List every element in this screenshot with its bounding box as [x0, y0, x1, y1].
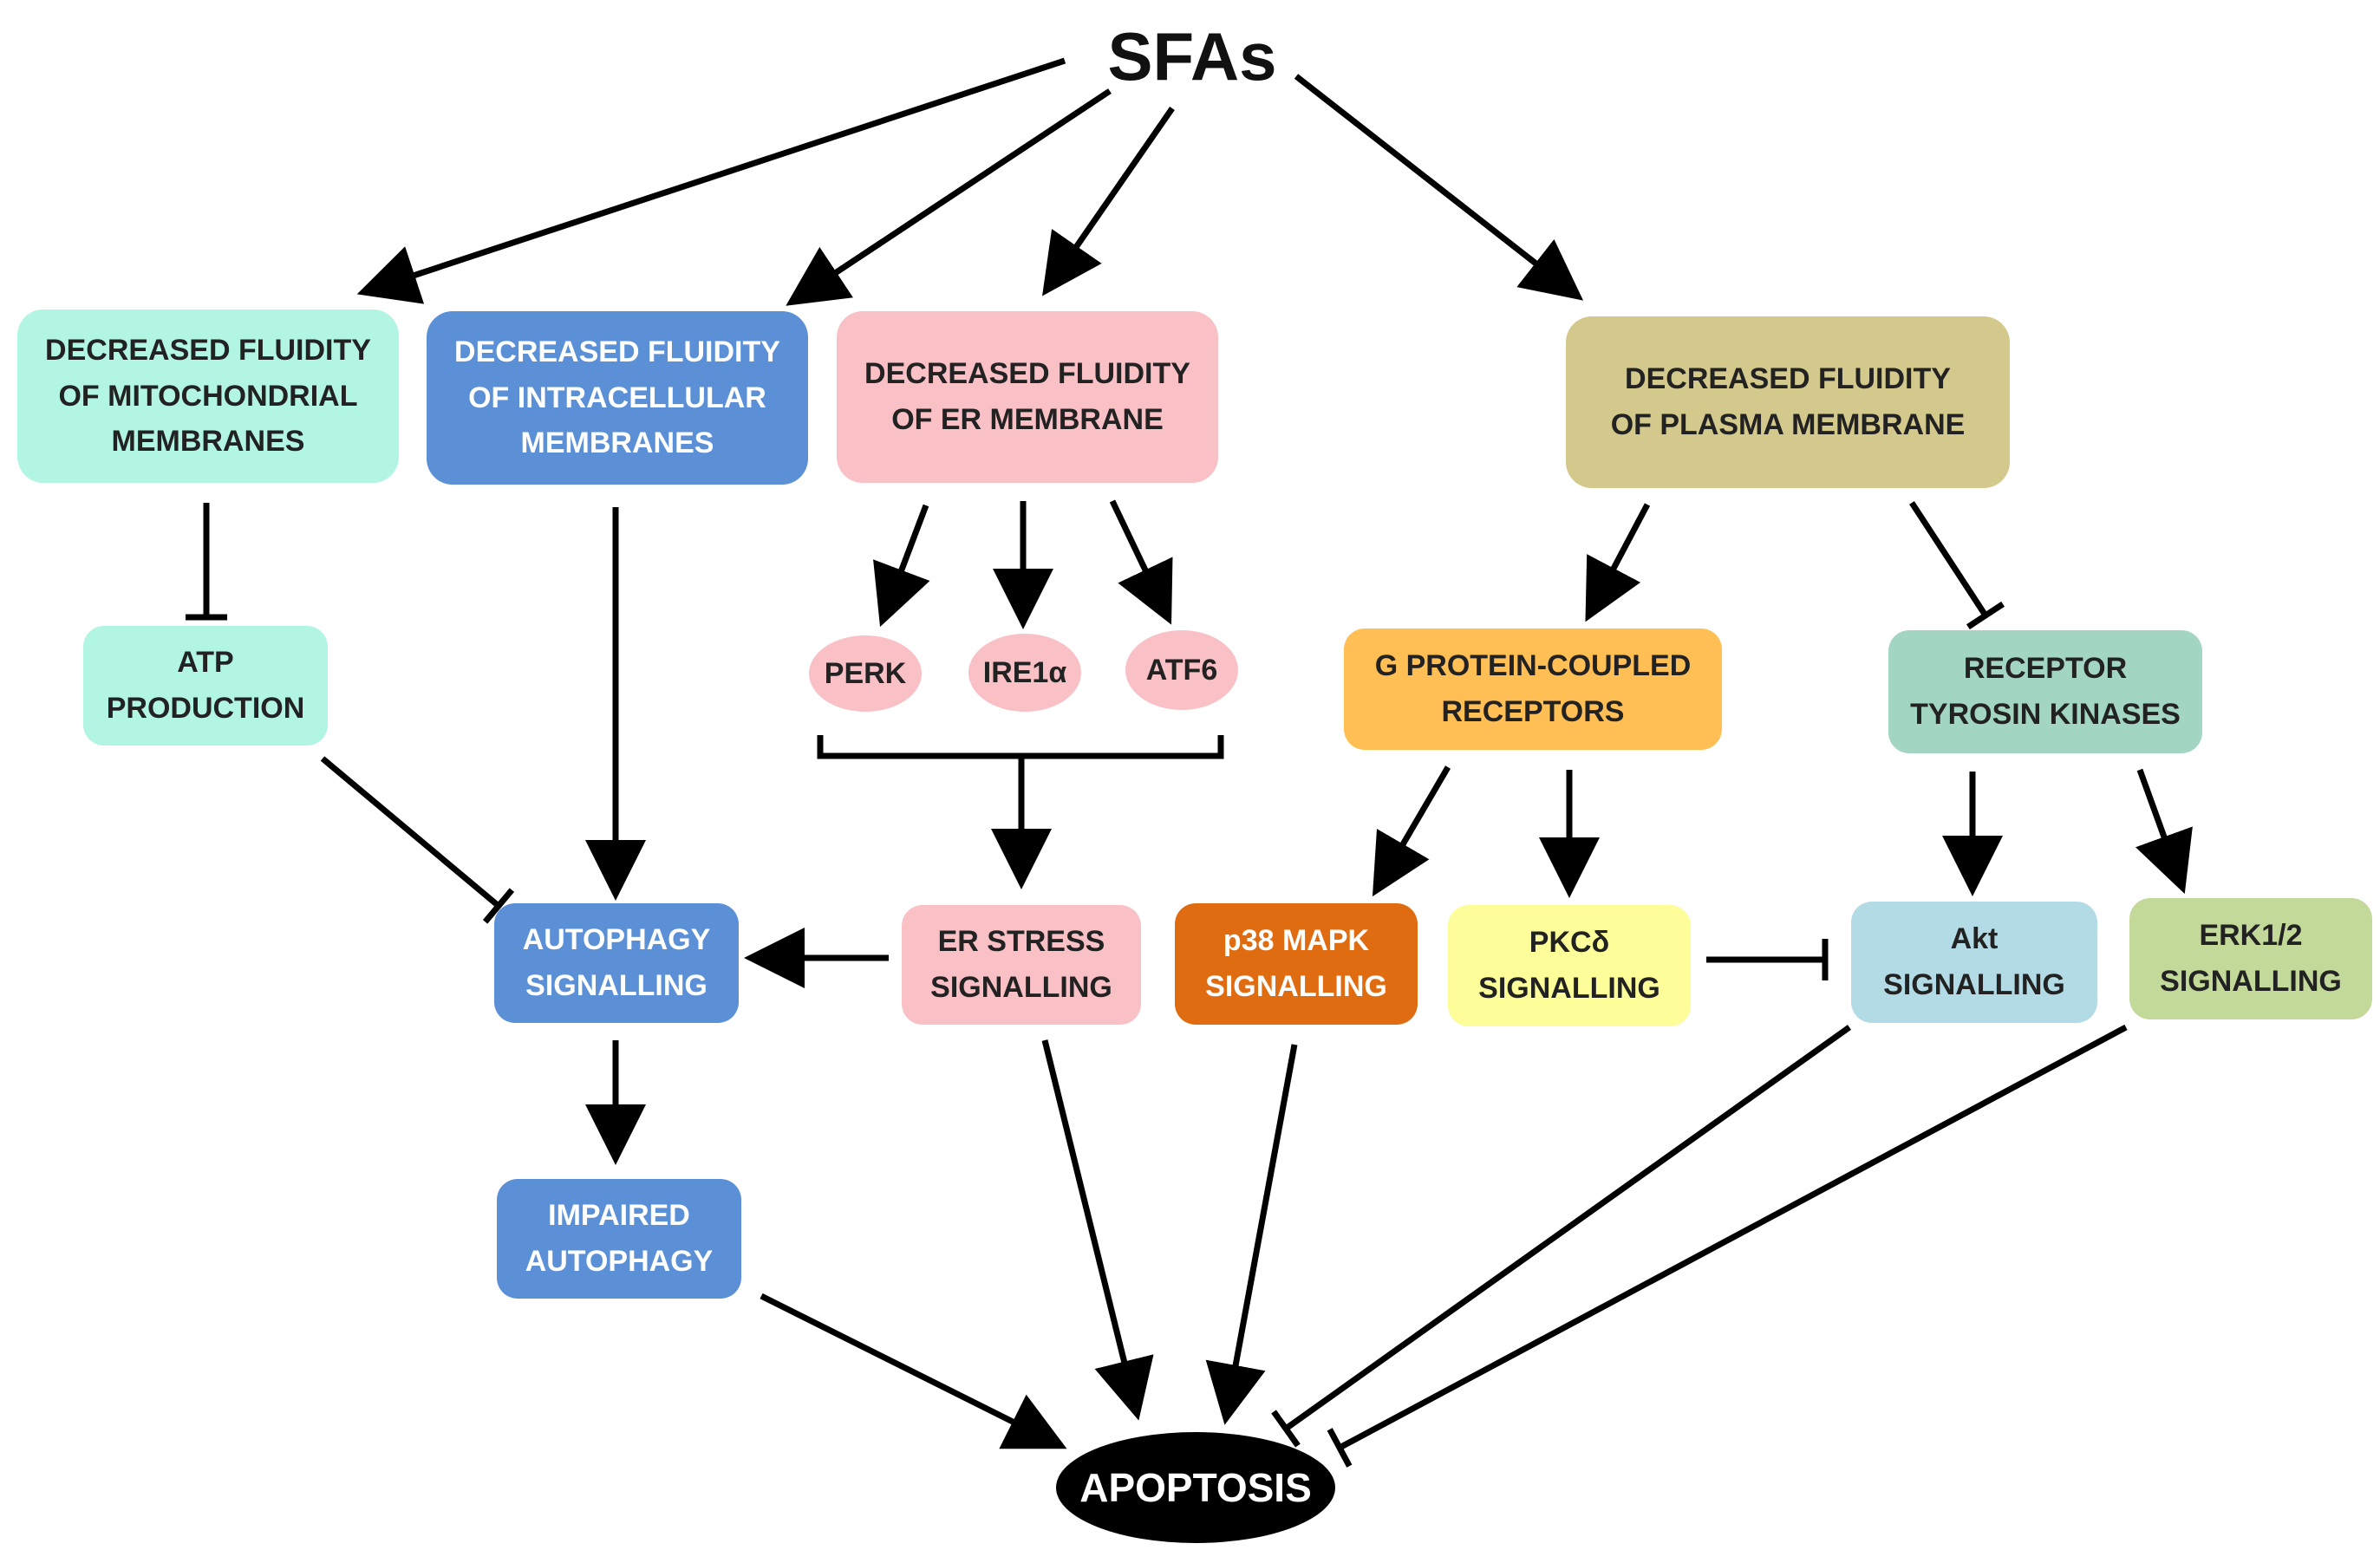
edge-impaired-to-apoptosis: [760, 1293, 1067, 1449]
node-pkc-delta-line2: SIGNALLING: [1478, 972, 1660, 1005]
node-intracellular-fluidity-line3: MEMBRANES: [520, 427, 714, 460]
node-plasma-fluidity-line1: DECREASED FLUIDITY: [1625, 362, 1951, 396]
edge-akt-inhibits-apoptosis-bar: [1271, 1410, 1301, 1448]
node-gpcr: G PROTEIN-COUPLED RECEPTORS: [1344, 628, 1722, 750]
node-atp-production: ATP PRODUCTION: [83, 626, 328, 746]
edge-sfas-to-er: [1042, 107, 1175, 296]
node-atp-production-line1: ATP: [177, 646, 234, 680]
node-akt-line1: Akt: [1950, 922, 1999, 956]
node-p38-mapk: p38 MAPK SIGNALLING: [1175, 903, 1418, 1025]
node-atf6: ATF6: [1125, 630, 1238, 710]
edge-er-to-perk: [873, 504, 930, 628]
node-rtk: RECEPTOR TYROSIN KINASES: [1888, 630, 2202, 753]
node-er-stress-line2: SIGNALLING: [930, 971, 1112, 1004]
node-akt: Akt SIGNALLING: [1851, 902, 2097, 1023]
edge-akt-inhibits-apoptosis: [1283, 1025, 1852, 1431]
node-rtk-line1: RECEPTOR: [1963, 652, 2128, 686]
node-p38-mapk-line1: p38 MAPK: [1223, 924, 1370, 958]
node-gpcr-line2: RECEPTORS: [1441, 695, 1625, 728]
sfas-title: SFAs: [1107, 17, 1277, 94]
node-erk-line1: ERK1/2: [2199, 919, 2303, 953]
edge-er-to-atf6: [1109, 499, 1173, 625]
edge-gpcr-to-p38: [1372, 765, 1451, 897]
node-pkc-delta: PKCδ SIGNALLING: [1448, 905, 1691, 1026]
node-perk: PERK: [809, 635, 922, 712]
node-autophagy-signalling: AUTOPHAGY SIGNALLING: [494, 903, 739, 1023]
node-atp-production-line2: PRODUCTION: [106, 692, 305, 725]
node-autophagy-signalling-line2: SIGNALLING: [525, 969, 707, 1002]
node-p38-mapk-line2: SIGNALLING: [1205, 970, 1387, 1003]
node-intracellular-fluidity: DECREASED FLUIDITY OF INTRACELLULAR MEMB…: [427, 311, 808, 485]
node-gpcr-line1: G PROTEIN-COUPLED: [1374, 649, 1692, 683]
node-intracellular-fluidity-line2: OF INTRACELLULAR: [468, 381, 766, 414]
node-er-fluidity-line1: DECREASED FLUIDITY: [864, 357, 1190, 391]
node-erk: ERK1/2 SIGNALLING: [2129, 898, 2372, 1019]
node-pkc-delta-line1: PKCδ: [1529, 926, 1610, 960]
edge-plasma-inhibits-rtk: [1909, 501, 1988, 617]
bracket-upr-sensors: [817, 735, 1224, 759]
node-erk-line2: SIGNALLING: [2160, 965, 2342, 998]
node-mitochondrial-fluidity: DECREASED FLUIDITY OF MITOCHONDRIAL MEMB…: [17, 309, 399, 483]
node-er-stress: ER STRESS SIGNALLING: [902, 905, 1141, 1025]
edge-erk-inhibits-apoptosis-bar: [1327, 1428, 1353, 1468]
node-plasma-fluidity-line2: OF PLASMA MEMBRANE: [1610, 408, 1966, 441]
edge-plasma-inhibits-rtk-bar: [1966, 601, 2005, 630]
node-autophagy-signalling-line1: AUTOPHAGY: [522, 923, 711, 957]
edge-sfas-to-mito: [356, 57, 1066, 304]
edge-atp-inhibits-autophagy-bar: [482, 888, 515, 924]
node-rtk-line2: TYROSIN KINASES: [1910, 698, 2181, 731]
node-apoptosis: APOPTOSIS: [1056, 1432, 1335, 1543]
node-er-fluidity: DECREASED FLUIDITY OF ER MEMBRANE: [837, 311, 1218, 483]
node-intracellular-fluidity-line1: DECREASED FLUIDITY: [454, 335, 780, 368]
node-er-fluidity-line2: OF ER MEMBRANE: [891, 403, 1164, 436]
node-impaired-autophagy: IMPAIRED AUTOPHAGY: [497, 1179, 741, 1299]
edge-er-stress-to-apoptosis: [1041, 1039, 1154, 1421]
edge-sfas-to-intracellular: [786, 88, 1112, 306]
node-er-stress-line1: ER STRESS: [937, 925, 1105, 959]
node-mitochondrial-fluidity-line2: OF MITOCHONDRIAL: [58, 379, 358, 413]
edge-sfas-to-plasma: [1294, 74, 1584, 301]
node-mitochondrial-fluidity-line1: DECREASED FLUIDITY: [45, 333, 371, 367]
node-impaired-autophagy-line2: AUTOPHAGY: [525, 1245, 714, 1278]
node-ire1a: IRE1α: [968, 634, 1081, 712]
edge-erk-inhibits-apoptosis: [1338, 1024, 2128, 1451]
node-akt-line2: SIGNALLING: [1883, 968, 2065, 1001]
node-plasma-fluidity: DECREASED FLUIDITY OF PLASMA MEMBRANE: [1566, 316, 2010, 488]
edge-plasma-to-gpcr: [1585, 503, 1651, 622]
edge-p38-to-apoptosis: [1205, 1044, 1298, 1425]
edge-atp-inhibits-autophagy: [320, 756, 501, 908]
node-impaired-autophagy-line1: IMPAIRED: [548, 1199, 690, 1233]
edge-rtk-to-erk: [2135, 768, 2193, 895]
node-mitochondrial-fluidity-line3: MEMBRANES: [111, 425, 305, 459]
